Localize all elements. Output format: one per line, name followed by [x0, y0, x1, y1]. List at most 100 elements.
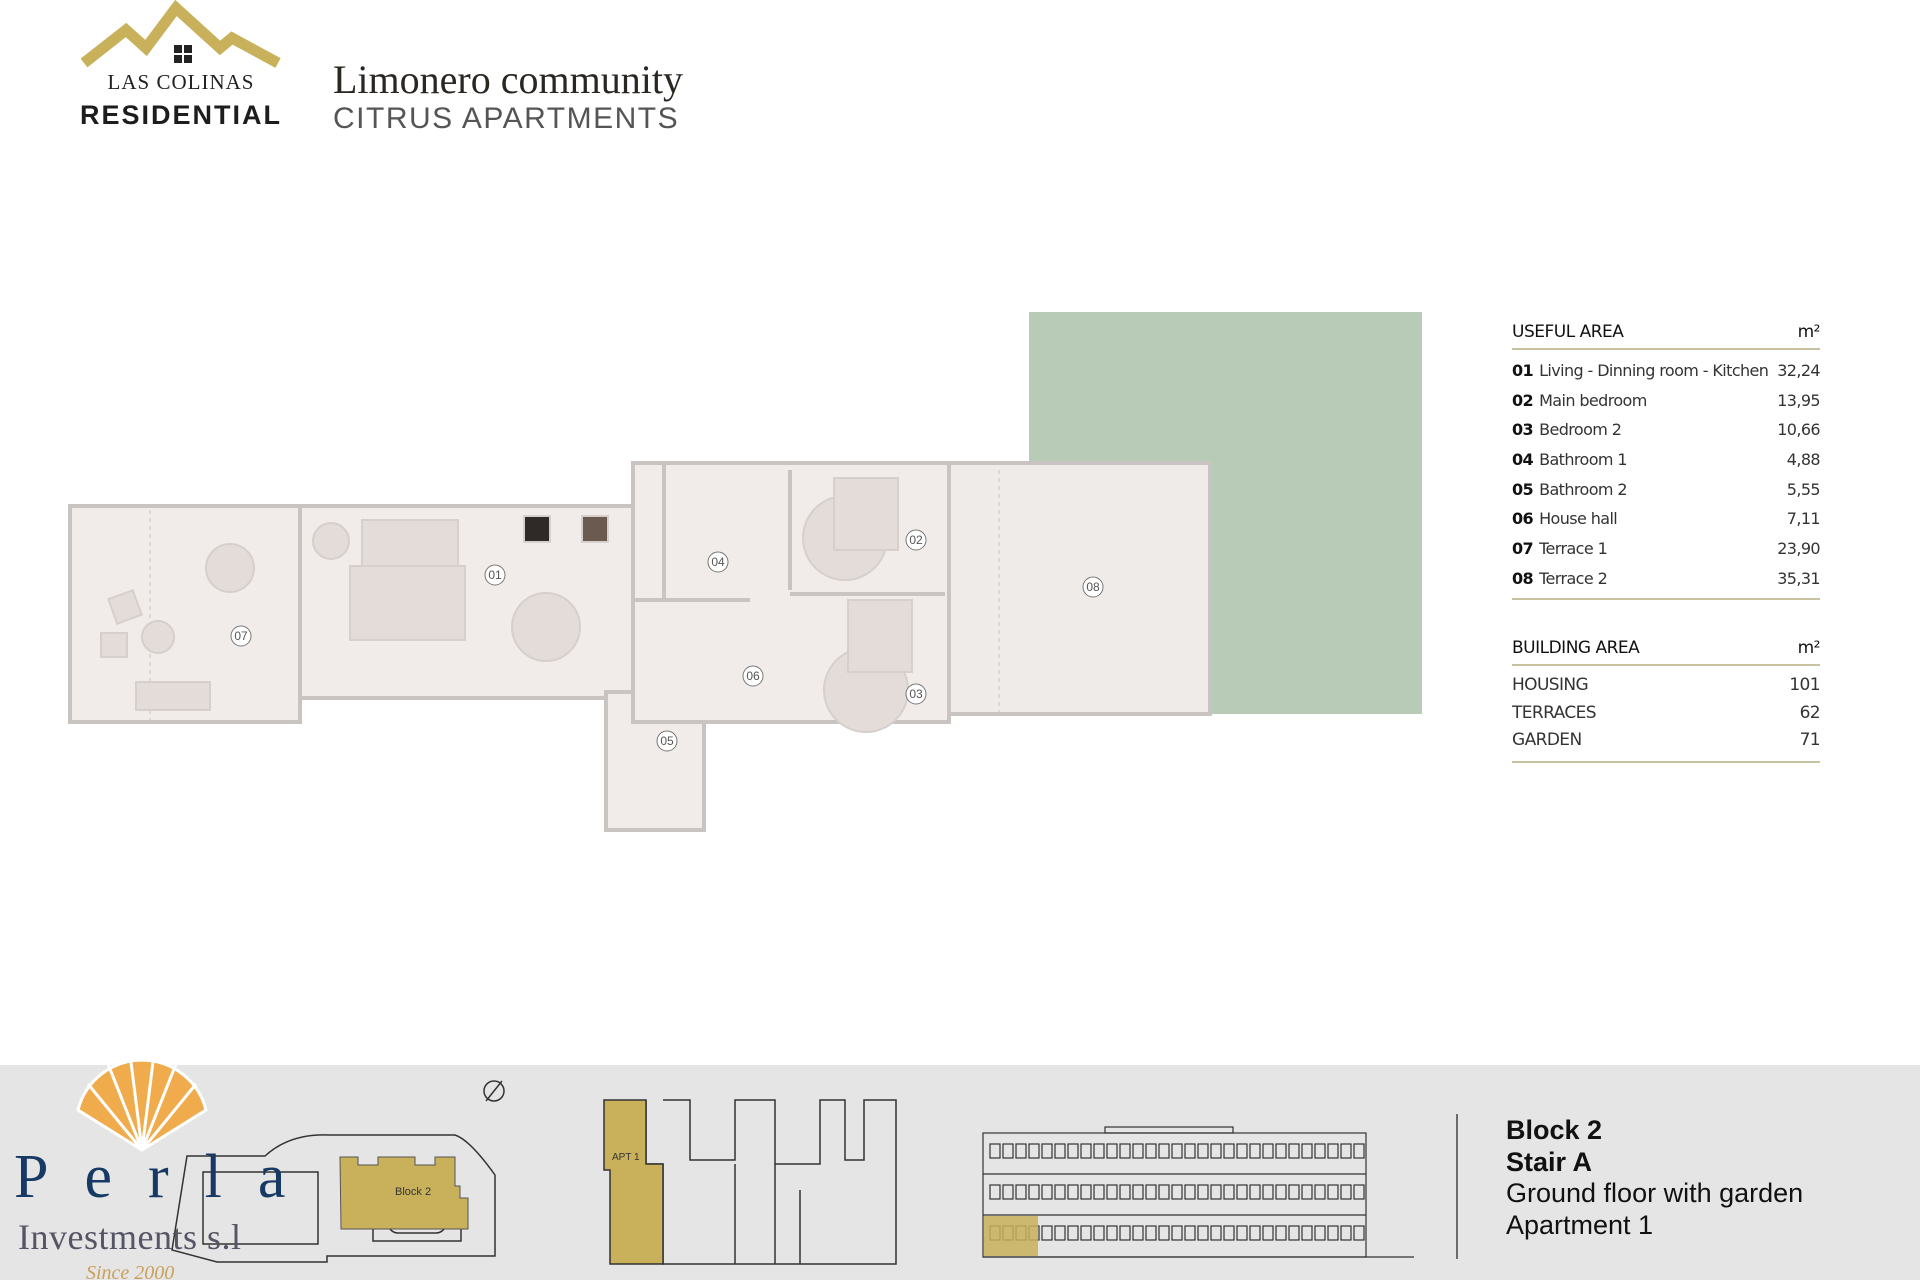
footer-band — [0, 1065, 1920, 1280]
window — [1288, 1143, 1300, 1159]
las-colinas-logo-icon — [80, 0, 281, 68]
info-stair: Stair A — [1506, 1146, 1593, 1177]
window — [1353, 1225, 1365, 1241]
room-number: 03 — [1512, 420, 1534, 440]
window — [1288, 1225, 1300, 1241]
room-area: 10,66 — [1777, 420, 1820, 440]
window — [1054, 1184, 1066, 1200]
company-name: Perla — [14, 1143, 322, 1211]
room-title: Main bedroom — [1539, 390, 1647, 410]
window — [1197, 1184, 1209, 1200]
window — [1262, 1143, 1274, 1159]
window — [1158, 1143, 1170, 1159]
room-title: Terrace 1 — [1539, 539, 1608, 559]
window — [1314, 1143, 1326, 1159]
building-area-title: BUILDING AREA — [1512, 638, 1640, 658]
window — [1054, 1225, 1066, 1241]
apartment-1-highlight — [603, 1099, 664, 1265]
apt-label: APT 1 — [612, 1152, 640, 1163]
window — [1340, 1184, 1352, 1200]
window — [1327, 1143, 1339, 1159]
room-label: 04 — [711, 555, 725, 569]
room-label: 02 — [909, 533, 923, 547]
window — [1327, 1184, 1339, 1200]
window — [1041, 1184, 1053, 1200]
window — [1197, 1143, 1209, 1159]
window — [1353, 1184, 1365, 1200]
room-area: 5,55 — [1786, 479, 1821, 499]
useful-area-title: USEFUL AREA — [1512, 322, 1624, 342]
window — [1171, 1225, 1183, 1241]
window — [1093, 1184, 1105, 1200]
room-label: 06 — [746, 669, 760, 683]
room-number: 08 — [1512, 568, 1534, 588]
window — [1080, 1225, 1092, 1241]
unit: m² — [1797, 638, 1821, 658]
info-apartment: Apartment 1 — [1506, 1209, 1654, 1240]
info-floor: Ground floor with garden — [1506, 1178, 1804, 1208]
window — [1093, 1225, 1105, 1241]
window — [1184, 1143, 1196, 1159]
window — [1067, 1184, 1079, 1200]
window — [1106, 1225, 1118, 1241]
window — [1145, 1184, 1157, 1200]
room-area: 13,95 — [1777, 390, 1820, 410]
window — [1080, 1184, 1092, 1200]
window — [1002, 1143, 1014, 1159]
room-markers — [230, 529, 1104, 752]
room-area: 7,11 — [1786, 509, 1821, 529]
window — [1249, 1143, 1261, 1159]
window — [1314, 1225, 1326, 1241]
window — [1262, 1225, 1274, 1241]
window — [1249, 1225, 1261, 1241]
window — [1275, 1143, 1287, 1159]
window — [1184, 1184, 1196, 1200]
window — [1145, 1225, 1157, 1241]
window — [1106, 1143, 1118, 1159]
window — [1301, 1225, 1313, 1241]
room-number: 06 — [1512, 509, 1534, 529]
window — [1054, 1143, 1066, 1159]
window — [1197, 1225, 1209, 1241]
window — [1353, 1143, 1365, 1159]
footer-drawings: Block 2 APT 1 — [76, 1053, 1458, 1265]
window — [1041, 1225, 1053, 1241]
window — [1327, 1225, 1339, 1241]
window — [1158, 1184, 1170, 1200]
window — [1249, 1184, 1261, 1200]
room-number: 05 — [1512, 479, 1534, 499]
area-value: 71 — [1799, 730, 1821, 750]
window — [1171, 1143, 1183, 1159]
area-name: TERRACES — [1512, 702, 1597, 723]
window — [1171, 1184, 1183, 1200]
building-elevation — [982, 1126, 1414, 1258]
window — [1028, 1143, 1040, 1159]
window — [1119, 1184, 1131, 1200]
window — [1223, 1184, 1235, 1200]
window — [1041, 1143, 1053, 1159]
window — [1223, 1143, 1235, 1159]
window — [1301, 1143, 1313, 1159]
window — [1275, 1225, 1287, 1241]
window — [1236, 1184, 1248, 1200]
room-area: 35,31 — [1777, 568, 1820, 588]
logo-line1: LAS COLINAS — [107, 70, 255, 94]
apartment-info: Block 2 Stair A Ground floor with garden… — [1506, 1115, 1803, 1241]
window — [1340, 1143, 1352, 1159]
site-block-label: Block 2 — [395, 1186, 431, 1198]
room-area: 4,88 — [1786, 450, 1821, 470]
window — [1236, 1225, 1248, 1241]
window — [1067, 1143, 1079, 1159]
